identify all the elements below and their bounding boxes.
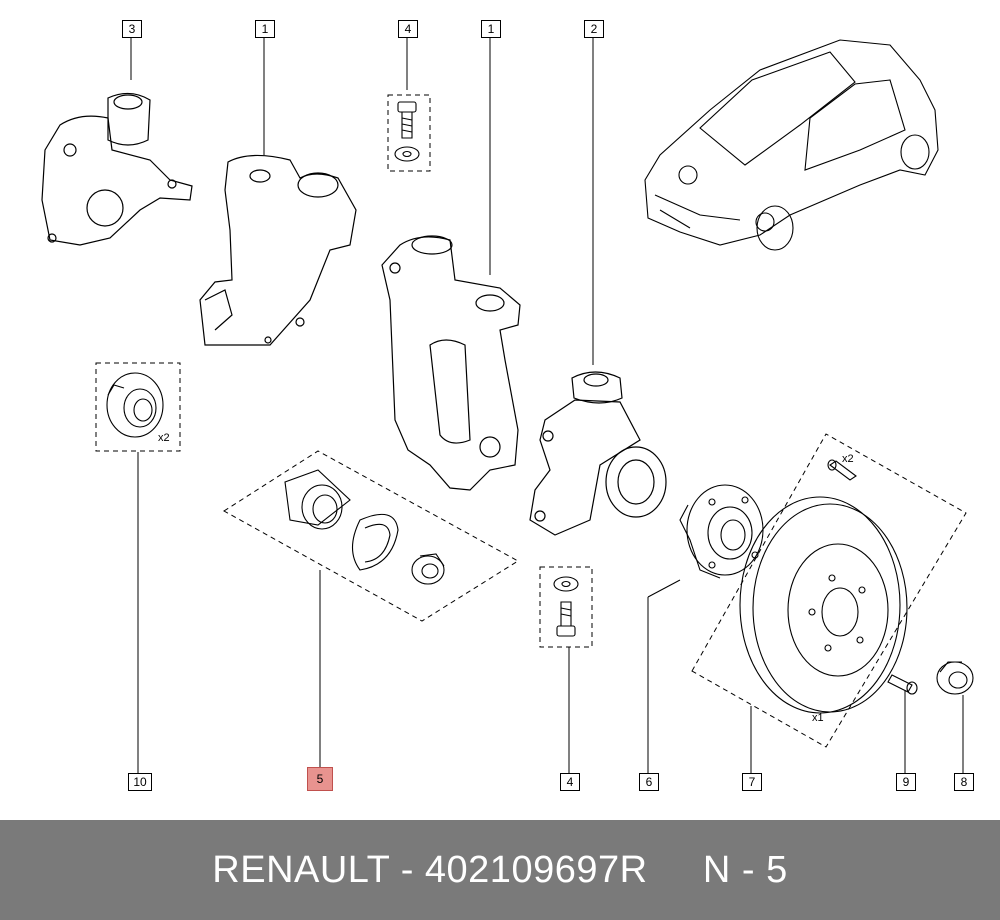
brake-disc-7 bbox=[739, 496, 908, 714]
exploded-parts-diagram bbox=[41, 37, 974, 773]
diagram-reference: N - 5 bbox=[702, 849, 788, 891]
callout-4-bottom: 4 bbox=[560, 773, 580, 791]
steering-knuckle-3 bbox=[41, 92, 193, 246]
callout-6: 6 bbox=[639, 773, 659, 791]
callout-5-highlighted: 5 bbox=[307, 767, 333, 791]
callout-1-left: 1 bbox=[255, 20, 275, 38]
footer-spacer bbox=[648, 849, 703, 891]
callout-8: 8 bbox=[954, 773, 974, 791]
wheel-hub-10 bbox=[106, 372, 164, 438]
bolt-washer-4-top bbox=[394, 101, 420, 162]
bearing-kit-5 bbox=[284, 469, 445, 585]
hub-group-box-10 bbox=[95, 362, 181, 452]
callout-1-center: 1 bbox=[481, 20, 501, 38]
callout-4-top: 4 bbox=[398, 20, 418, 38]
qty-screws: x2 bbox=[842, 453, 854, 465]
screw-9 bbox=[887, 674, 918, 695]
steering-knuckle-1-center bbox=[381, 235, 521, 491]
qty-disc: x1 bbox=[812, 712, 824, 724]
disc-screws bbox=[827, 459, 857, 481]
qty-hub-10: x2 bbox=[158, 432, 170, 444]
brand-part-number: RENAULT - 402109697R bbox=[212, 849, 648, 891]
car-location-illustration bbox=[644, 39, 939, 251]
disc-group-box bbox=[691, 433, 967, 748]
callout-7: 7 bbox=[742, 773, 762, 791]
callout-9: 9 bbox=[896, 773, 916, 791]
steering-knuckle-1-left bbox=[199, 154, 357, 346]
wheel-hub-6 bbox=[679, 484, 764, 579]
callout-2: 2 bbox=[584, 20, 604, 38]
bolt-group-box-top bbox=[387, 94, 431, 172]
bolt-group-box-bottom bbox=[539, 566, 593, 648]
bearing-kit-box bbox=[223, 450, 519, 622]
hub-nut-8 bbox=[936, 661, 974, 695]
steering-knuckle-2 bbox=[529, 371, 667, 536]
callout-3: 3 bbox=[122, 20, 142, 38]
part-reference-footer: RENAULT - 402109697R N - 5 bbox=[0, 820, 1000, 920]
bolt-washer-4-bottom bbox=[553, 576, 579, 637]
callout-10: 10 bbox=[128, 773, 152, 791]
